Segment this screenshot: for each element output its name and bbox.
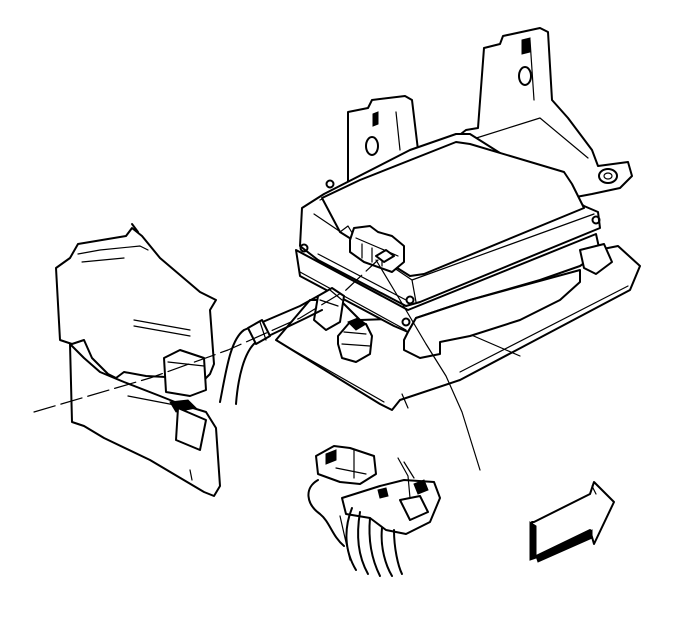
trim-cover-panel: [55, 223, 221, 497]
module-connector: [349, 225, 405, 273]
mounting-stud: [313, 287, 373, 363]
forward-direction-arrow-icon: [529, 481, 615, 563]
callout-leaders: [33, 259, 481, 471]
harness-connector-detail: [307, 445, 441, 577]
